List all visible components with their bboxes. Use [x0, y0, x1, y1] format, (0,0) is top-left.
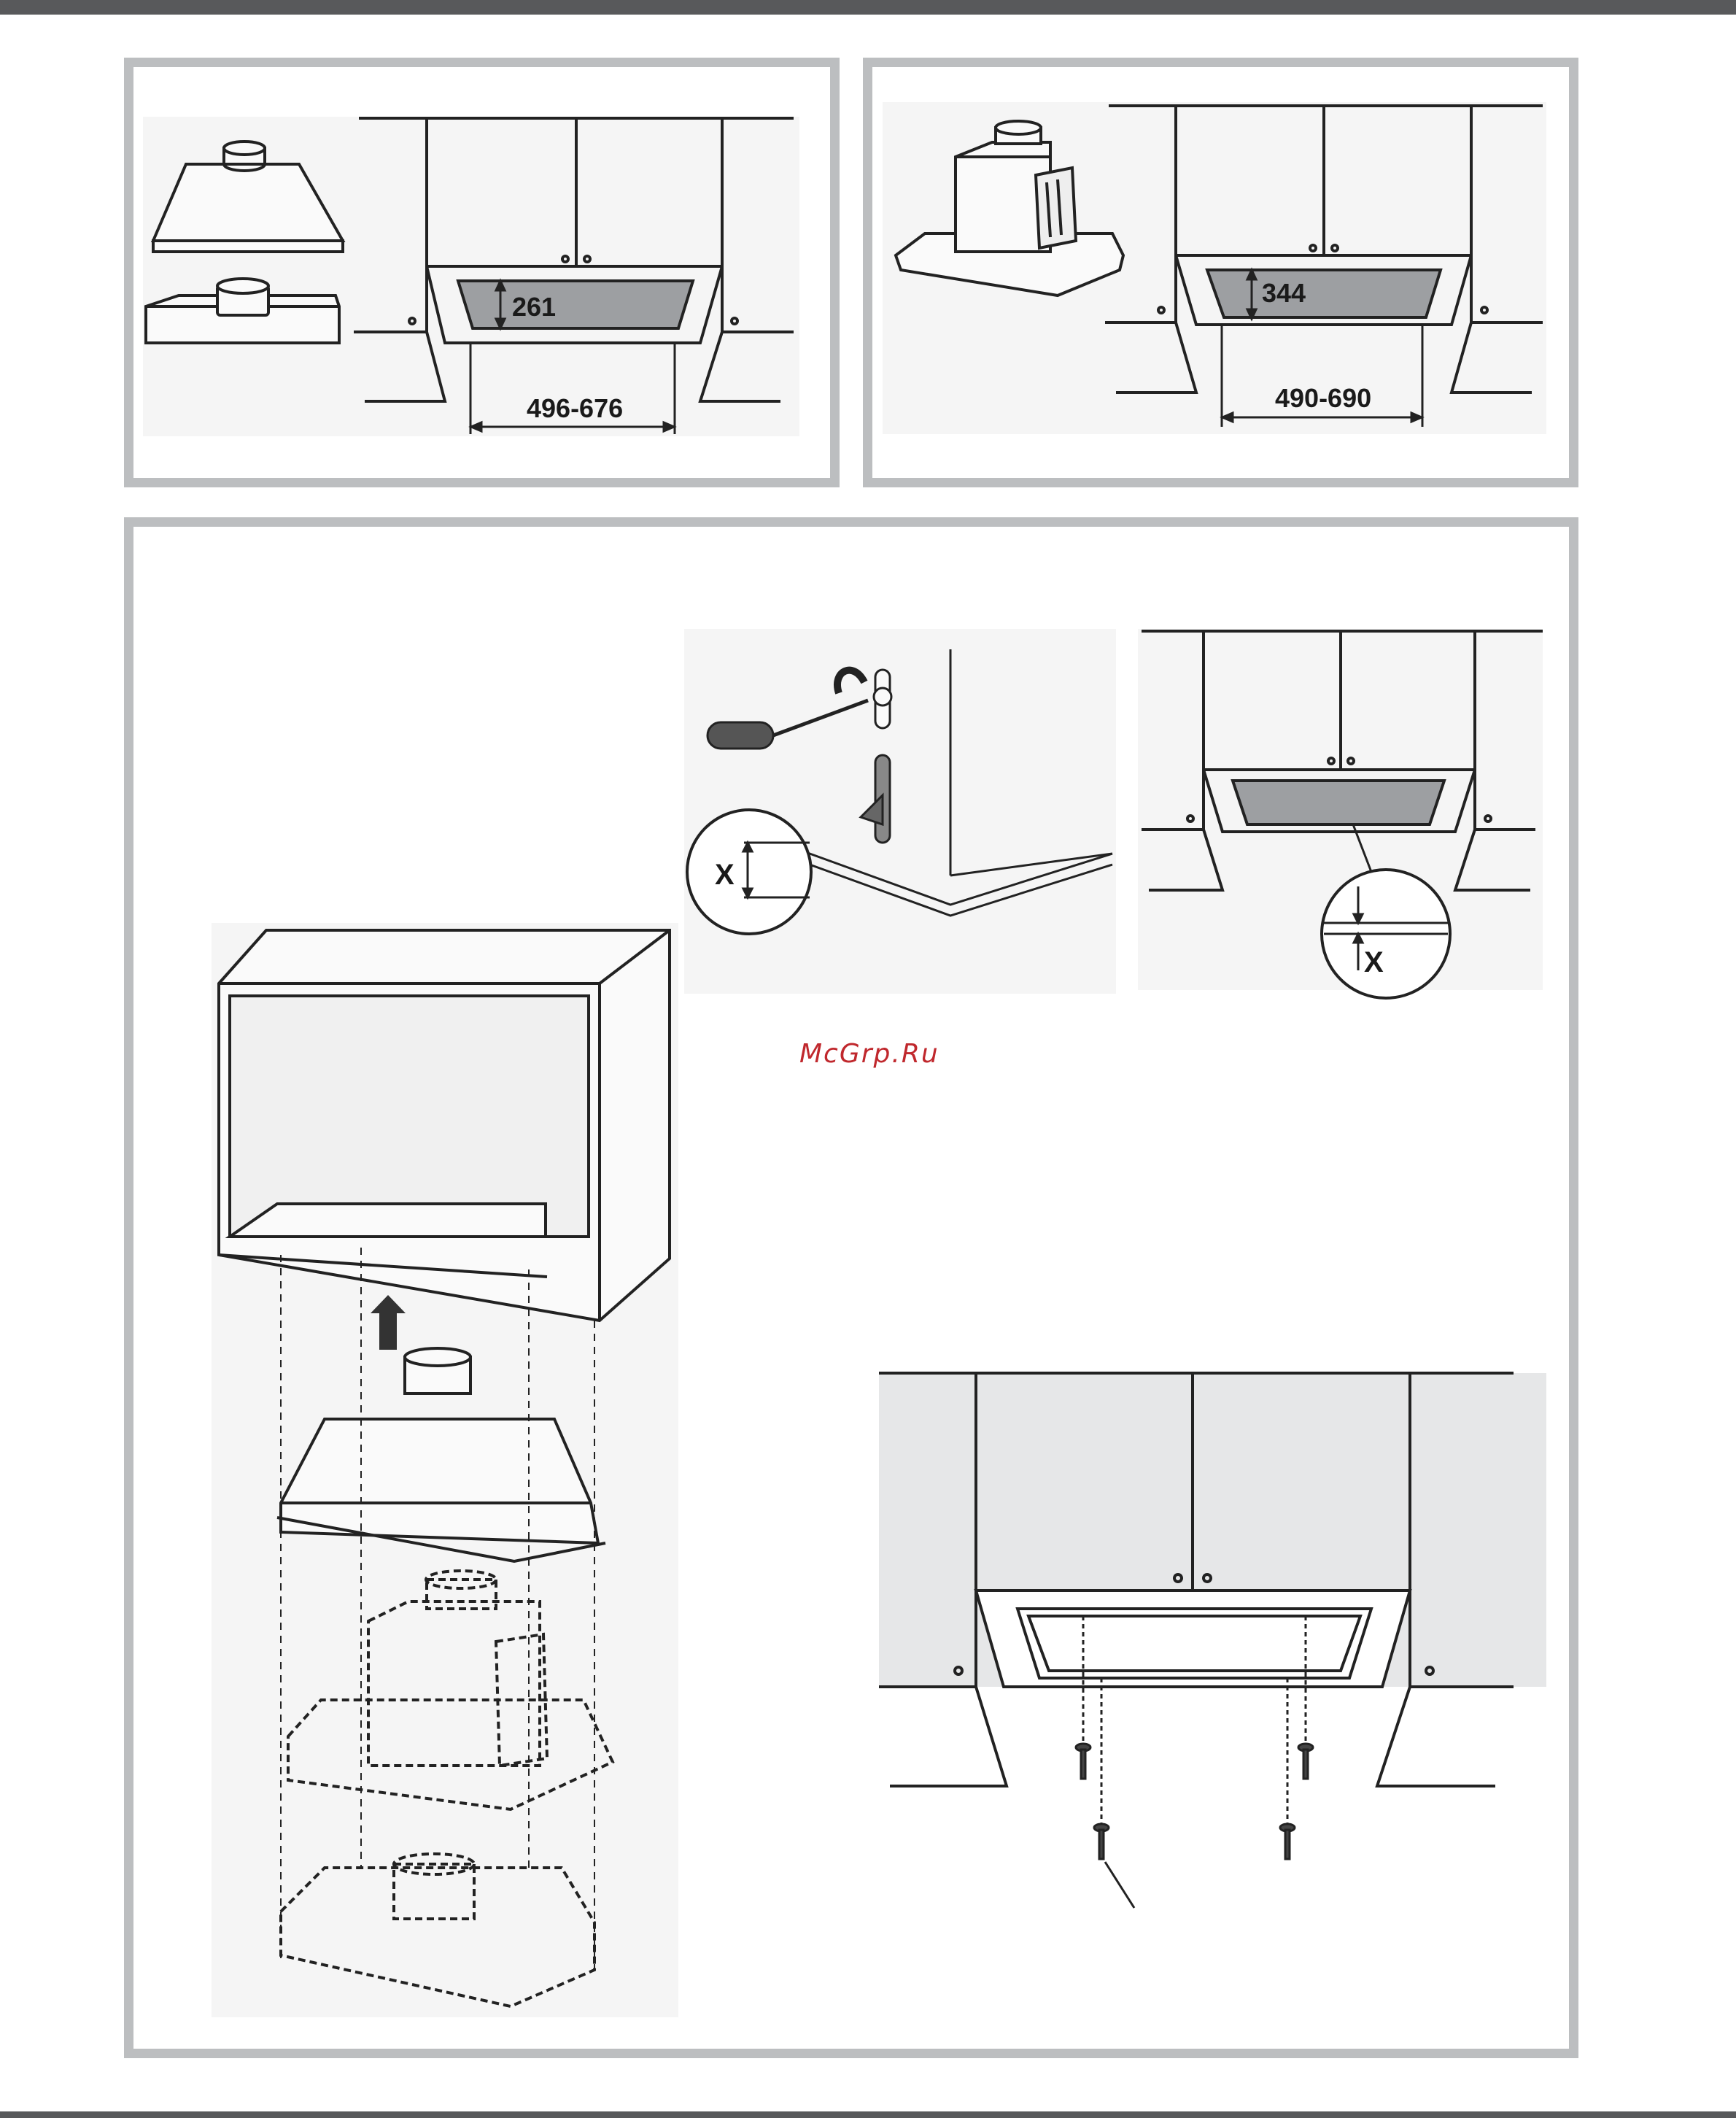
x-label-right: X: [1364, 946, 1384, 978]
zoom-circle-left: [687, 810, 811, 934]
x-label-left: X: [715, 859, 735, 891]
cabinet-diagram-d: [879, 1373, 1546, 1786]
filter-panel-c: [1233, 781, 1444, 824]
bottom-rule: [0, 2111, 1736, 2118]
wall-cabinet-icon: [219, 930, 670, 1321]
watermark: McGrp.Ru: [799, 1039, 939, 1069]
